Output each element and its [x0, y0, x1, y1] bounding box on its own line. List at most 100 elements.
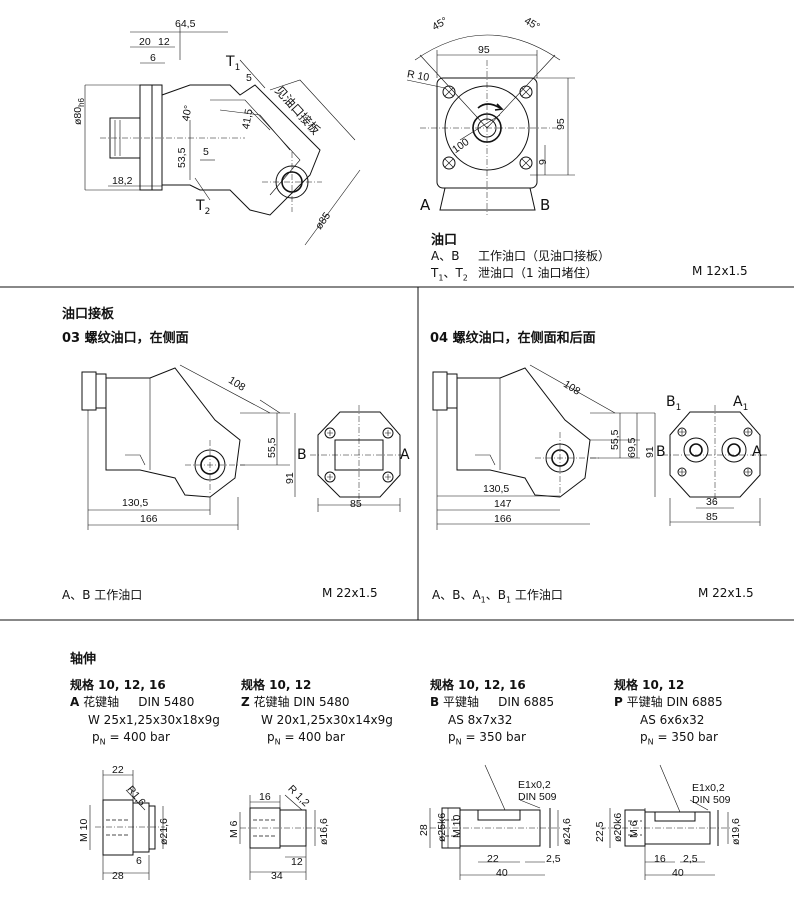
- p04-port-b: B: [656, 444, 666, 460]
- shaft-b-pressure: pN = 350 bar: [448, 730, 526, 747]
- shaft-z-pressure: pN = 400 bar: [267, 730, 345, 747]
- shaft-p-size: 规格 10, 12: [614, 678, 685, 692]
- sb-dim-40: 40: [496, 867, 508, 879]
- sb-dim-m10: M 10: [451, 814, 463, 838]
- sa-dim-6: 6: [136, 855, 142, 867]
- p04-port-a: A: [752, 444, 762, 460]
- shaft-p-spec: 规格 10, 12 P 平键轴 DIN 6885 AS 6x6x32 pN = …: [614, 676, 723, 746]
- sp-dim-d20: ø20k6: [612, 812, 624, 842]
- dim-95-top: 95: [478, 44, 490, 56]
- sa-dim-28: 28: [112, 870, 124, 882]
- legend-row2-text: 泄油口（1 油口堵住）: [478, 266, 598, 280]
- shaft-b-size: 规格 10, 12, 16: [430, 678, 526, 692]
- dim-53-5: 53,5: [176, 147, 188, 168]
- dim-5a: 5: [203, 146, 209, 158]
- p04-caption: A、B、A1、B1 工作油口: [432, 588, 563, 605]
- shaft-heading: 轴伸: [70, 652, 97, 667]
- shaft-z-drawing: [239, 794, 320, 880]
- dim-6: 6: [150, 52, 156, 64]
- port-b-label: B: [540, 196, 551, 214]
- p03-caption: A、B 工作油口: [62, 588, 143, 602]
- dim-12: 12: [158, 36, 170, 48]
- shaft-a-spline: W 25x1,25x30x18x9g: [88, 713, 220, 727]
- p04-dim-36: 36: [706, 496, 718, 508]
- sp-dim-22-5: 22,5: [594, 821, 606, 842]
- dim-9: 9: [537, 159, 549, 165]
- p04-dim-166: 166: [494, 513, 512, 525]
- p03-thread: M 22x1.5: [322, 586, 378, 600]
- p04-dim-69-5: 69,5: [626, 437, 638, 458]
- p03-port-a: A: [400, 447, 410, 463]
- dim-64-5: 64,5: [175, 18, 196, 30]
- shaft-p-type-line: P 平键轴 DIN 6885: [614, 695, 723, 709]
- shaft-b-key: AS 8x7x32: [448, 713, 513, 727]
- dim-20: 20: [139, 36, 151, 48]
- dim-phi80: ø80h6: [72, 98, 87, 125]
- front-view-drawing: [406, 34, 575, 215]
- sz-dim-d166: ø16,6: [318, 818, 330, 845]
- shaft-a-size: 规格 10, 12, 16: [70, 678, 166, 692]
- label-t2: T2: [196, 198, 211, 217]
- shaft-z-size: 规格 10, 12: [241, 678, 312, 692]
- shaft-a-spec: 规格 10, 12, 16 A 花键轴 DIN 5480 W 25x1,25x3…: [70, 676, 220, 746]
- dim-5b: 5: [246, 72, 252, 84]
- p03-dim-85: 85: [350, 498, 362, 510]
- shaft-b-drawing: [429, 764, 560, 880]
- dim-18-2: 18,2: [112, 175, 133, 187]
- shaft-a-drawing: [89, 770, 165, 880]
- p04-dim-85: 85: [706, 511, 718, 523]
- label-t1: T1: [226, 54, 241, 73]
- p03-port-b: B: [297, 447, 307, 463]
- legend-title: 油口: [431, 233, 458, 248]
- sp-dim-m6: M 6: [628, 820, 640, 838]
- sp-dim-d196: ø19,6: [730, 818, 742, 845]
- shaft-a-pressure: pN = 400 bar: [92, 730, 170, 747]
- shaft-b-type-line: B 平键轴 DIN 6885: [430, 695, 555, 709]
- sz-dim-12: 12: [291, 856, 303, 868]
- shaft-b-spec: 规格 10, 12, 16 B 平键轴 DIN 6885 AS 8x7x32 p…: [430, 676, 554, 746]
- legend-row2-code: T1、T2: [431, 266, 468, 283]
- side-view-drawing: [84, 25, 361, 246]
- port-04-drawing: [432, 364, 768, 530]
- p03-dim-166: 166: [140, 513, 158, 525]
- sb-dim-d25: ø25k6: [436, 812, 448, 842]
- legend-row1-code: A、B: [431, 249, 460, 263]
- shaft-p-drawing: [600, 764, 730, 880]
- port-a-label: A: [420, 196, 431, 214]
- sa-dim-22: 22: [112, 764, 124, 776]
- p03-dim-91: 91: [284, 472, 296, 484]
- p03-dim-130-5: 130,5: [122, 497, 149, 509]
- legend-row1-text: 工作油口（见油口接板）: [478, 249, 611, 263]
- p04-port-b1: B1: [666, 394, 682, 413]
- sb-dim-d246: ø24,6: [561, 818, 573, 845]
- sa-dim-m10: M 10: [78, 818, 90, 842]
- sa-dim-d216: ø21,6: [158, 818, 170, 845]
- shaft-p-key: AS 6x6x32: [640, 713, 705, 727]
- sb-dim-22: 22: [487, 853, 499, 865]
- p04-thread: M 22x1.5: [698, 586, 754, 600]
- port-04-title: 04 螺纹油口，在侧面和后面: [430, 331, 596, 346]
- port-03-title: 03 螺纹油口，在侧面: [62, 331, 189, 346]
- sp-dim-40: 40: [672, 867, 684, 879]
- p03-dim-55-5: 55,5: [266, 437, 278, 458]
- sb-dim-e1: E1x0,2: [518, 779, 551, 791]
- sp-dim-e1: E1x0,2: [692, 782, 725, 794]
- sb-dim-din509: DIN 509: [518, 791, 557, 803]
- sz-dim-16: 16: [259, 791, 271, 803]
- p04-port-a1: A1: [733, 394, 749, 413]
- dim-95-right: 95: [555, 118, 567, 130]
- shaft-z-type-line: Z 花键轴 DIN 5480: [241, 695, 350, 709]
- p04-dim-55-5: 55,5: [609, 429, 621, 450]
- sz-dim-m6: M 6: [228, 820, 240, 838]
- ports-heading: 油口接板: [62, 307, 115, 322]
- shaft-z-spline: W 20x1,25x30x14x9g: [261, 713, 393, 727]
- p04-dim-147: 147: [494, 498, 512, 510]
- sp-dim-2-5: 2,5: [683, 853, 698, 865]
- p04-dim-130-5: 130,5: [483, 483, 510, 495]
- p04-dim-91: 91: [644, 446, 656, 458]
- sb-dim-2-5: 2,5: [546, 853, 561, 865]
- shaft-a-type-line: A 花键轴 DIN 5480: [70, 695, 195, 709]
- legend-row2-thread: M 12x1.5: [692, 264, 748, 278]
- sp-dim-din509: DIN 509: [692, 794, 731, 806]
